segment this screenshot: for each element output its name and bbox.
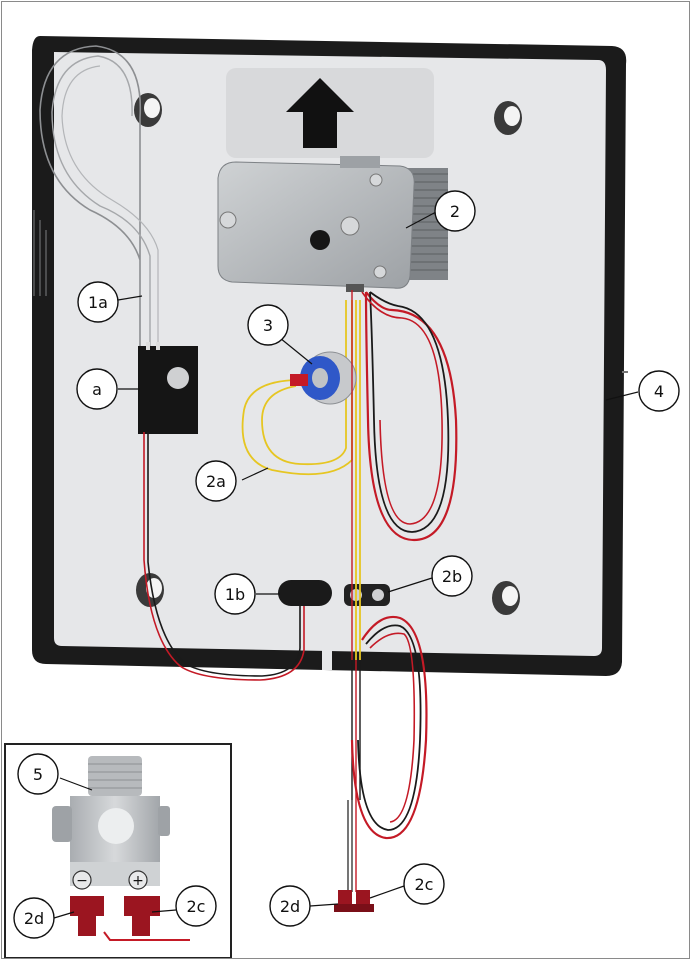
callout-3-text: 3: [263, 316, 273, 335]
callout-2: 2: [434, 190, 476, 232]
callout-2b: 2b: [431, 555, 473, 597]
callout-2a-text: 2a: [206, 472, 226, 491]
mount-hole-bottom-right: [492, 581, 520, 615]
callout-1b: 1b: [214, 573, 256, 615]
capillary-loop-1a: [33, 45, 159, 348]
connector-2b: [344, 584, 390, 606]
sensor-wire-harness: [143, 432, 305, 681]
callout-leaders: [53, 211, 639, 919]
inset-connector-2d: [70, 896, 104, 936]
mount-hole-top-right: [494, 101, 522, 135]
callout-a: a: [76, 368, 118, 410]
callout-1b-text: 1b: [225, 585, 245, 604]
callout-2d-text: 2d: [280, 897, 300, 916]
callouts: 1a a 3 2 2a 4 1b 2b: [13, 190, 680, 939]
valve-thread: [88, 756, 142, 796]
plus-terminal-icon: [128, 870, 148, 890]
yellow-wire-loop-2a: [241, 300, 361, 660]
sensor-block-a: [138, 342, 198, 434]
plus-terminal-label: +: [132, 873, 144, 889]
callout-2a: 2a: [195, 460, 237, 502]
callout-4: 4: [638, 370, 680, 412]
callout-2c: 2c: [403, 863, 445, 905]
minus-terminal-label: −: [76, 873, 88, 889]
callout-2c-inset-text: 2c: [187, 897, 206, 916]
callout-2d-inset: 2d: [13, 897, 55, 939]
up-arrow-icon: [286, 78, 354, 148]
callout-3: 3: [247, 304, 289, 346]
callout-1a: 1a: [77, 281, 119, 323]
minus-terminal-icon: [72, 870, 92, 890]
up-arrow-label: [226, 68, 434, 158]
callout-4-text: 4: [654, 382, 664, 401]
callout-2d-inset-text: 2d: [24, 909, 44, 928]
stepper-motor-2: [217, 156, 448, 292]
callout-5-text: 5: [33, 765, 43, 784]
callout-a-text: a: [92, 380, 102, 399]
inset-connector-2c: [124, 896, 160, 936]
mount-hole-top-left: [134, 93, 162, 127]
connector-1b: [278, 580, 332, 606]
terminal-connector-main: [334, 890, 374, 912]
callout-2c-text: 2c: [415, 875, 434, 894]
motor-wire-harness: [347, 290, 458, 892]
potentiometer-3: [290, 351, 357, 405]
valve-port: [98, 808, 134, 844]
callout-2-text: 2: [450, 202, 460, 221]
callout-2b-text: 2b: [442, 567, 462, 586]
callout-2d: 2d: [269, 885, 311, 927]
callout-2c-inset: 2c: [175, 885, 217, 927]
callout-5: 5: [17, 753, 59, 795]
callout-1a-text: 1a: [88, 293, 108, 312]
panel-notch: [322, 648, 332, 670]
